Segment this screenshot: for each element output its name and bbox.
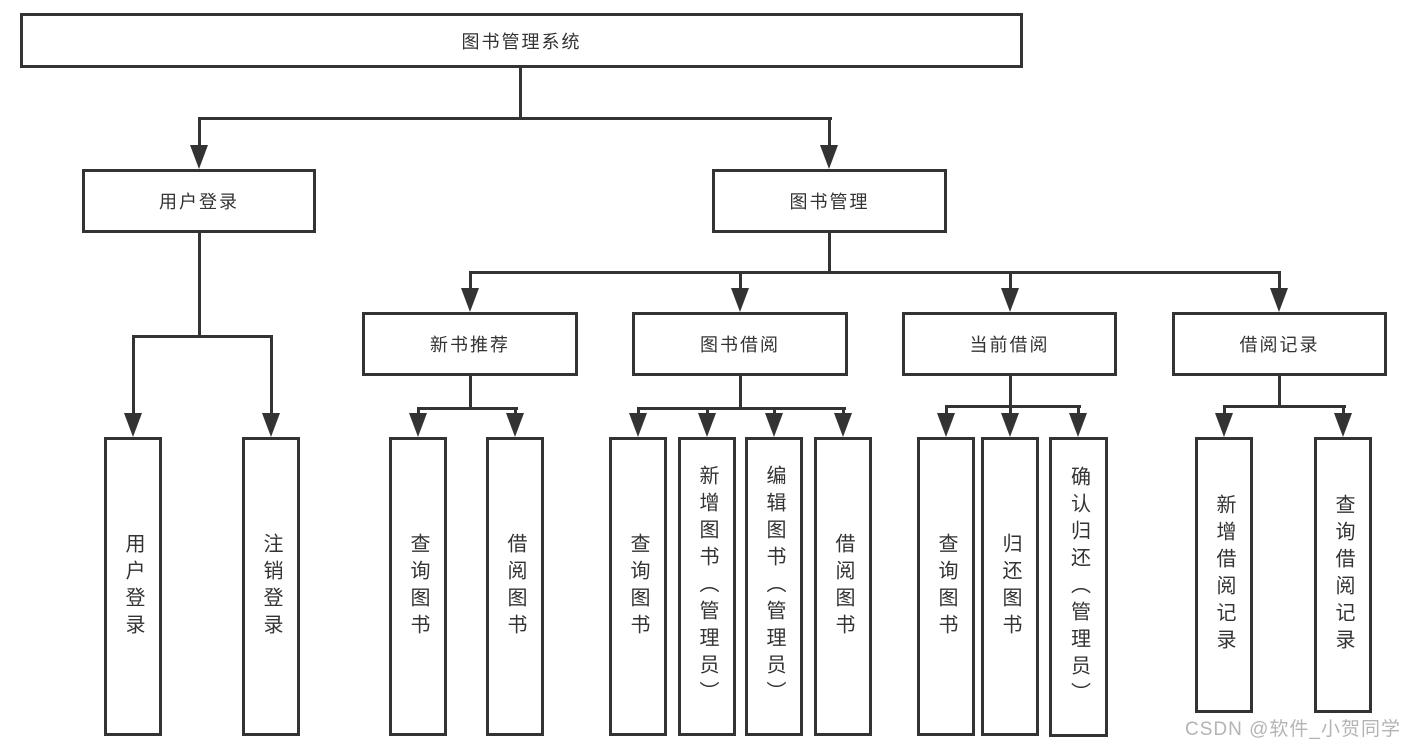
node-book-borrow: 图书借阅 [632,312,848,376]
arrowhead [1334,413,1352,437]
connector-line [1223,405,1226,419]
connector-line [1009,271,1012,291]
leaf-label: 查询图书 [407,532,429,641]
arrowhead [409,413,427,437]
connector-line [198,117,201,149]
node-user-login: 用户登录 [82,169,316,233]
leaf-label: 确认归还（管理员） [1067,465,1090,709]
arrowhead [820,145,838,169]
leaf-borrow-book: 借阅图书 [814,437,872,736]
leaf-label: 查询借阅记录 [1332,494,1354,656]
leaf-add-borrow-record: 新增借阅记录 [1195,437,1253,713]
connector-line [945,405,1081,408]
leaf-query-book: 查询图书 [917,437,975,736]
connector-line [828,233,831,274]
connector-line [1009,376,1012,408]
node-current-borrow: 当前借阅 [902,312,1117,376]
connector-line [1278,271,1281,291]
leaf-query-book: 查询图书 [609,437,667,736]
node-book-management: 图书管理 [712,169,947,233]
arrowhead [1215,413,1233,437]
leaf-label: 用户登录 [122,532,144,641]
leaf-edit-book-admin: 编辑图书（管理员） [745,437,803,736]
arrowhead [461,288,479,312]
connector-line [1009,405,1012,419]
leaf-label: 借阅图书 [832,532,854,641]
leaf-confirm-return-admin: 确认归还（管理员） [1049,437,1108,737]
arrowhead [1001,288,1019,312]
arrowhead [937,413,955,437]
leaf-label: 新增图书（管理员） [696,465,718,708]
connector-line [132,335,135,415]
connector-line [519,68,522,117]
leaf-add-book-admin: 新增图书（管理员） [678,437,736,736]
connector-line [945,405,948,419]
leaf-label: 借阅图书 [504,532,526,641]
connector-line [739,271,742,291]
leaf-return-book: 归还图书 [981,437,1039,736]
arrowhead [262,413,280,437]
leaf-query-book: 查询图书 [389,437,447,736]
leaf-label: 注销登录 [260,532,282,641]
node-borrow-record: 借阅记录 [1172,312,1387,376]
arrowhead [1270,288,1288,312]
connector-line [469,376,472,410]
connector-line [828,117,831,149]
arrowhead [190,145,208,169]
connector-line [417,407,518,410]
leaf-query-borrow-record: 查询借阅记录 [1314,437,1372,713]
arrowhead [698,413,716,437]
node-label: 图书管理 [789,192,870,212]
arrowhead [731,288,749,312]
leaf-label: 查询图书 [935,532,957,641]
arrowhead [1001,413,1019,437]
connector-line [270,335,273,415]
node-library-system: 图书管理系统 [20,13,1023,68]
connector-line [739,376,742,410]
node-new-book-recommend: 新书推荐 [362,312,578,376]
node-label: 借阅记录 [1239,335,1320,355]
leaf-label: 查询图书 [627,532,649,641]
connector-line [469,271,1281,274]
arrowhead [1069,413,1087,437]
node-label: 图书管理系统 [461,31,582,52]
connector-line [637,407,846,410]
connector-line [1278,376,1281,408]
connector-line [1223,405,1346,408]
connector-line [132,335,273,338]
node-label: 新书推荐 [430,335,510,355]
arrowhead [506,413,524,437]
connector-line [198,233,201,335]
arrowhead [765,413,783,437]
csdn-watermark: CSDN @软件_小贺同学 [1185,719,1401,740]
connector-line [1077,405,1080,419]
connector-line [198,117,832,120]
connector-line [1342,405,1345,419]
leaf-label: 归还图书 [999,532,1021,641]
leaf-borrow-book: 借阅图书 [486,437,544,736]
leaf-user-login: 用户登录 [104,437,162,736]
node-label: 当前借阅 [969,335,1050,355]
node-label: 图书借阅 [700,335,780,355]
arrowhead [834,413,852,437]
arrowhead [629,413,647,437]
arrowhead [124,413,142,437]
connector-line [469,271,472,291]
node-label: 用户登录 [159,192,239,212]
leaf-logout: 注销登录 [242,437,300,736]
leaf-label: 新增借阅记录 [1213,494,1235,656]
leaf-label: 编辑图书（管理员） [763,465,785,708]
